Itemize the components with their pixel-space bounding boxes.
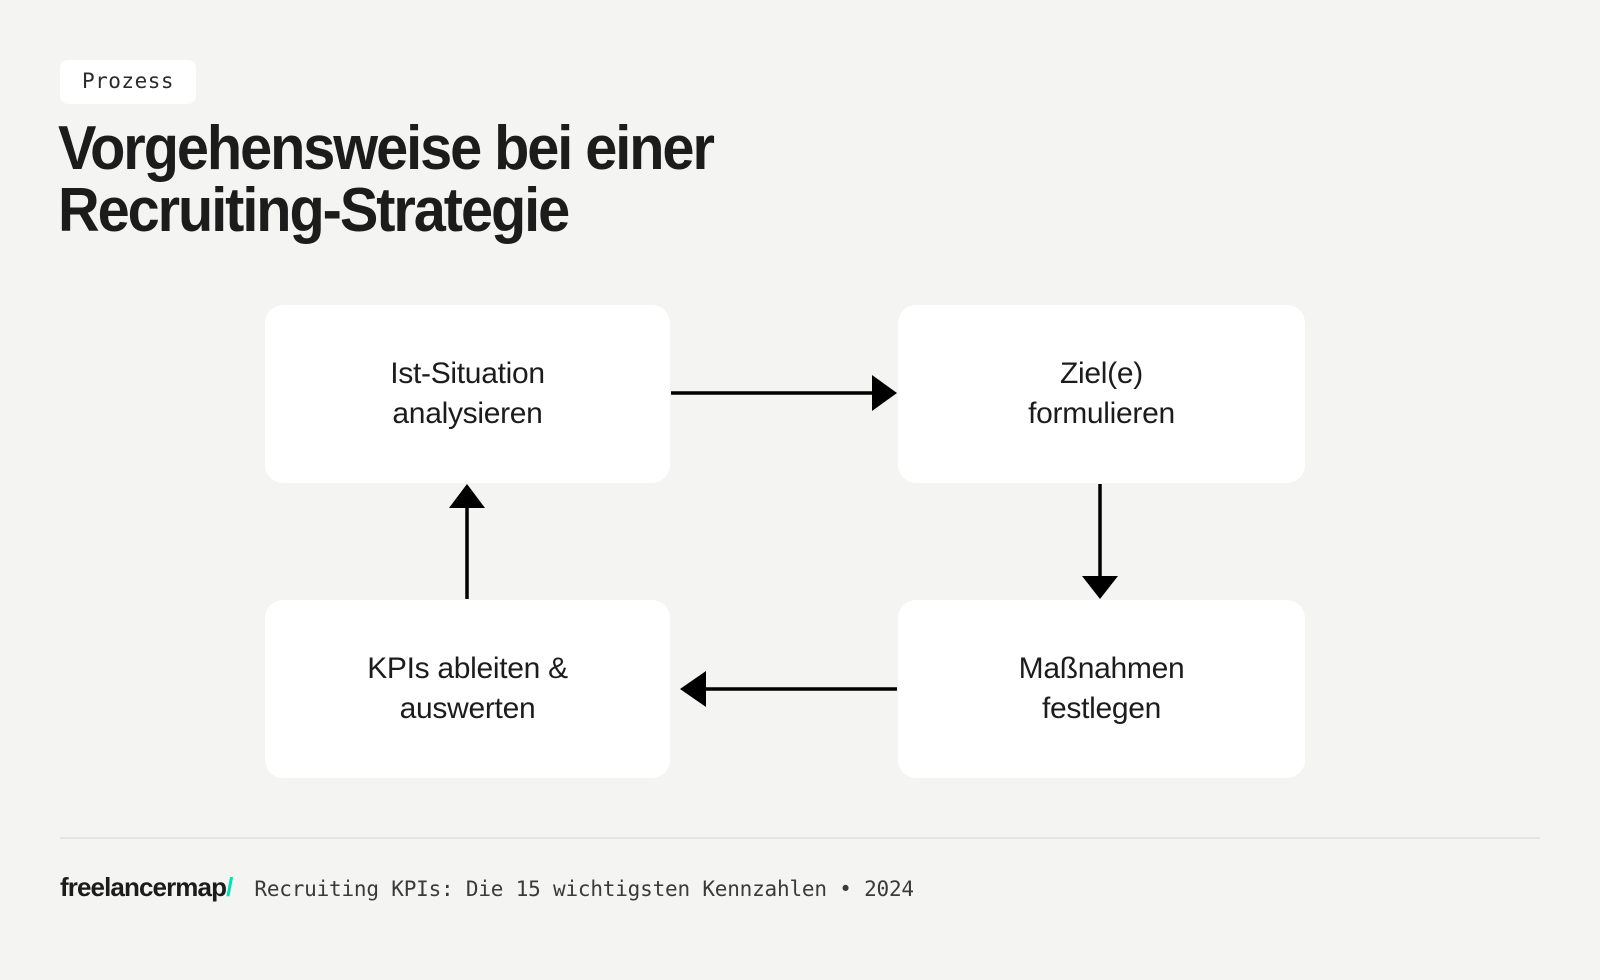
process-node-massnahmen[interactable]: Maßnahmen festlegen	[898, 600, 1305, 778]
freelancermap-logo[interactable]: freelancermap/	[60, 872, 233, 903]
process-node-label: Ist-Situation analysieren	[390, 354, 545, 433]
process-node-label-line-2: formulieren	[1028, 397, 1175, 430]
process-node-label-line-2: analysieren	[392, 397, 543, 430]
process-node-ziele[interactable]: Ziel(e) formulieren	[898, 305, 1305, 483]
process-node-label: KPIs ableiten & auswerten	[367, 649, 568, 728]
page-title-line-2: Recruiting-Strategie	[58, 176, 570, 245]
arrow-massnahmen-to-kpis	[680, 671, 897, 707]
process-node-label: Maßnahmen festlegen	[1019, 649, 1185, 728]
arrow-ist-to-ziele	[671, 375, 897, 411]
logo-wordmark: freelancermap	[60, 872, 227, 902]
process-node-label-line-1: KPIs ableiten &	[367, 652, 568, 686]
process-node-label-line-1: Ziel(e)	[1060, 357, 1143, 391]
arrow-kpis-to-ist	[449, 484, 485, 599]
category-badge: Prozess	[60, 60, 197, 104]
footer: freelancermap/ Recruiting KPIs: Die 15 w…	[60, 872, 914, 903]
footer-caption: Recruiting KPIs: Die 15 wichtigsten Kenn…	[254, 877, 914, 901]
page-title-line-1: Vorgehensweise bei einer	[58, 114, 715, 183]
footer-divider	[60, 837, 1540, 839]
logo-slash-icon: /	[226, 872, 233, 902]
process-node-label-line-1: Maßnahmen	[1018, 652, 1185, 686]
arrow-ziele-to-massnahmen	[1082, 484, 1118, 599]
process-node-label-line-1: Ist-Situation	[390, 357, 545, 391]
process-node-label-line-2: festlegen	[1041, 692, 1162, 725]
page-title: Vorgehensweise bei einer Recruiting-Stra…	[58, 118, 969, 242]
process-node-label: Ziel(e) formulieren	[1028, 354, 1175, 433]
process-node-ist-situation[interactable]: Ist-Situation analysieren	[265, 305, 670, 483]
process-node-label-line-2: auswerten	[399, 692, 536, 725]
process-node-kpis[interactable]: KPIs ableiten & auswerten	[265, 600, 670, 778]
